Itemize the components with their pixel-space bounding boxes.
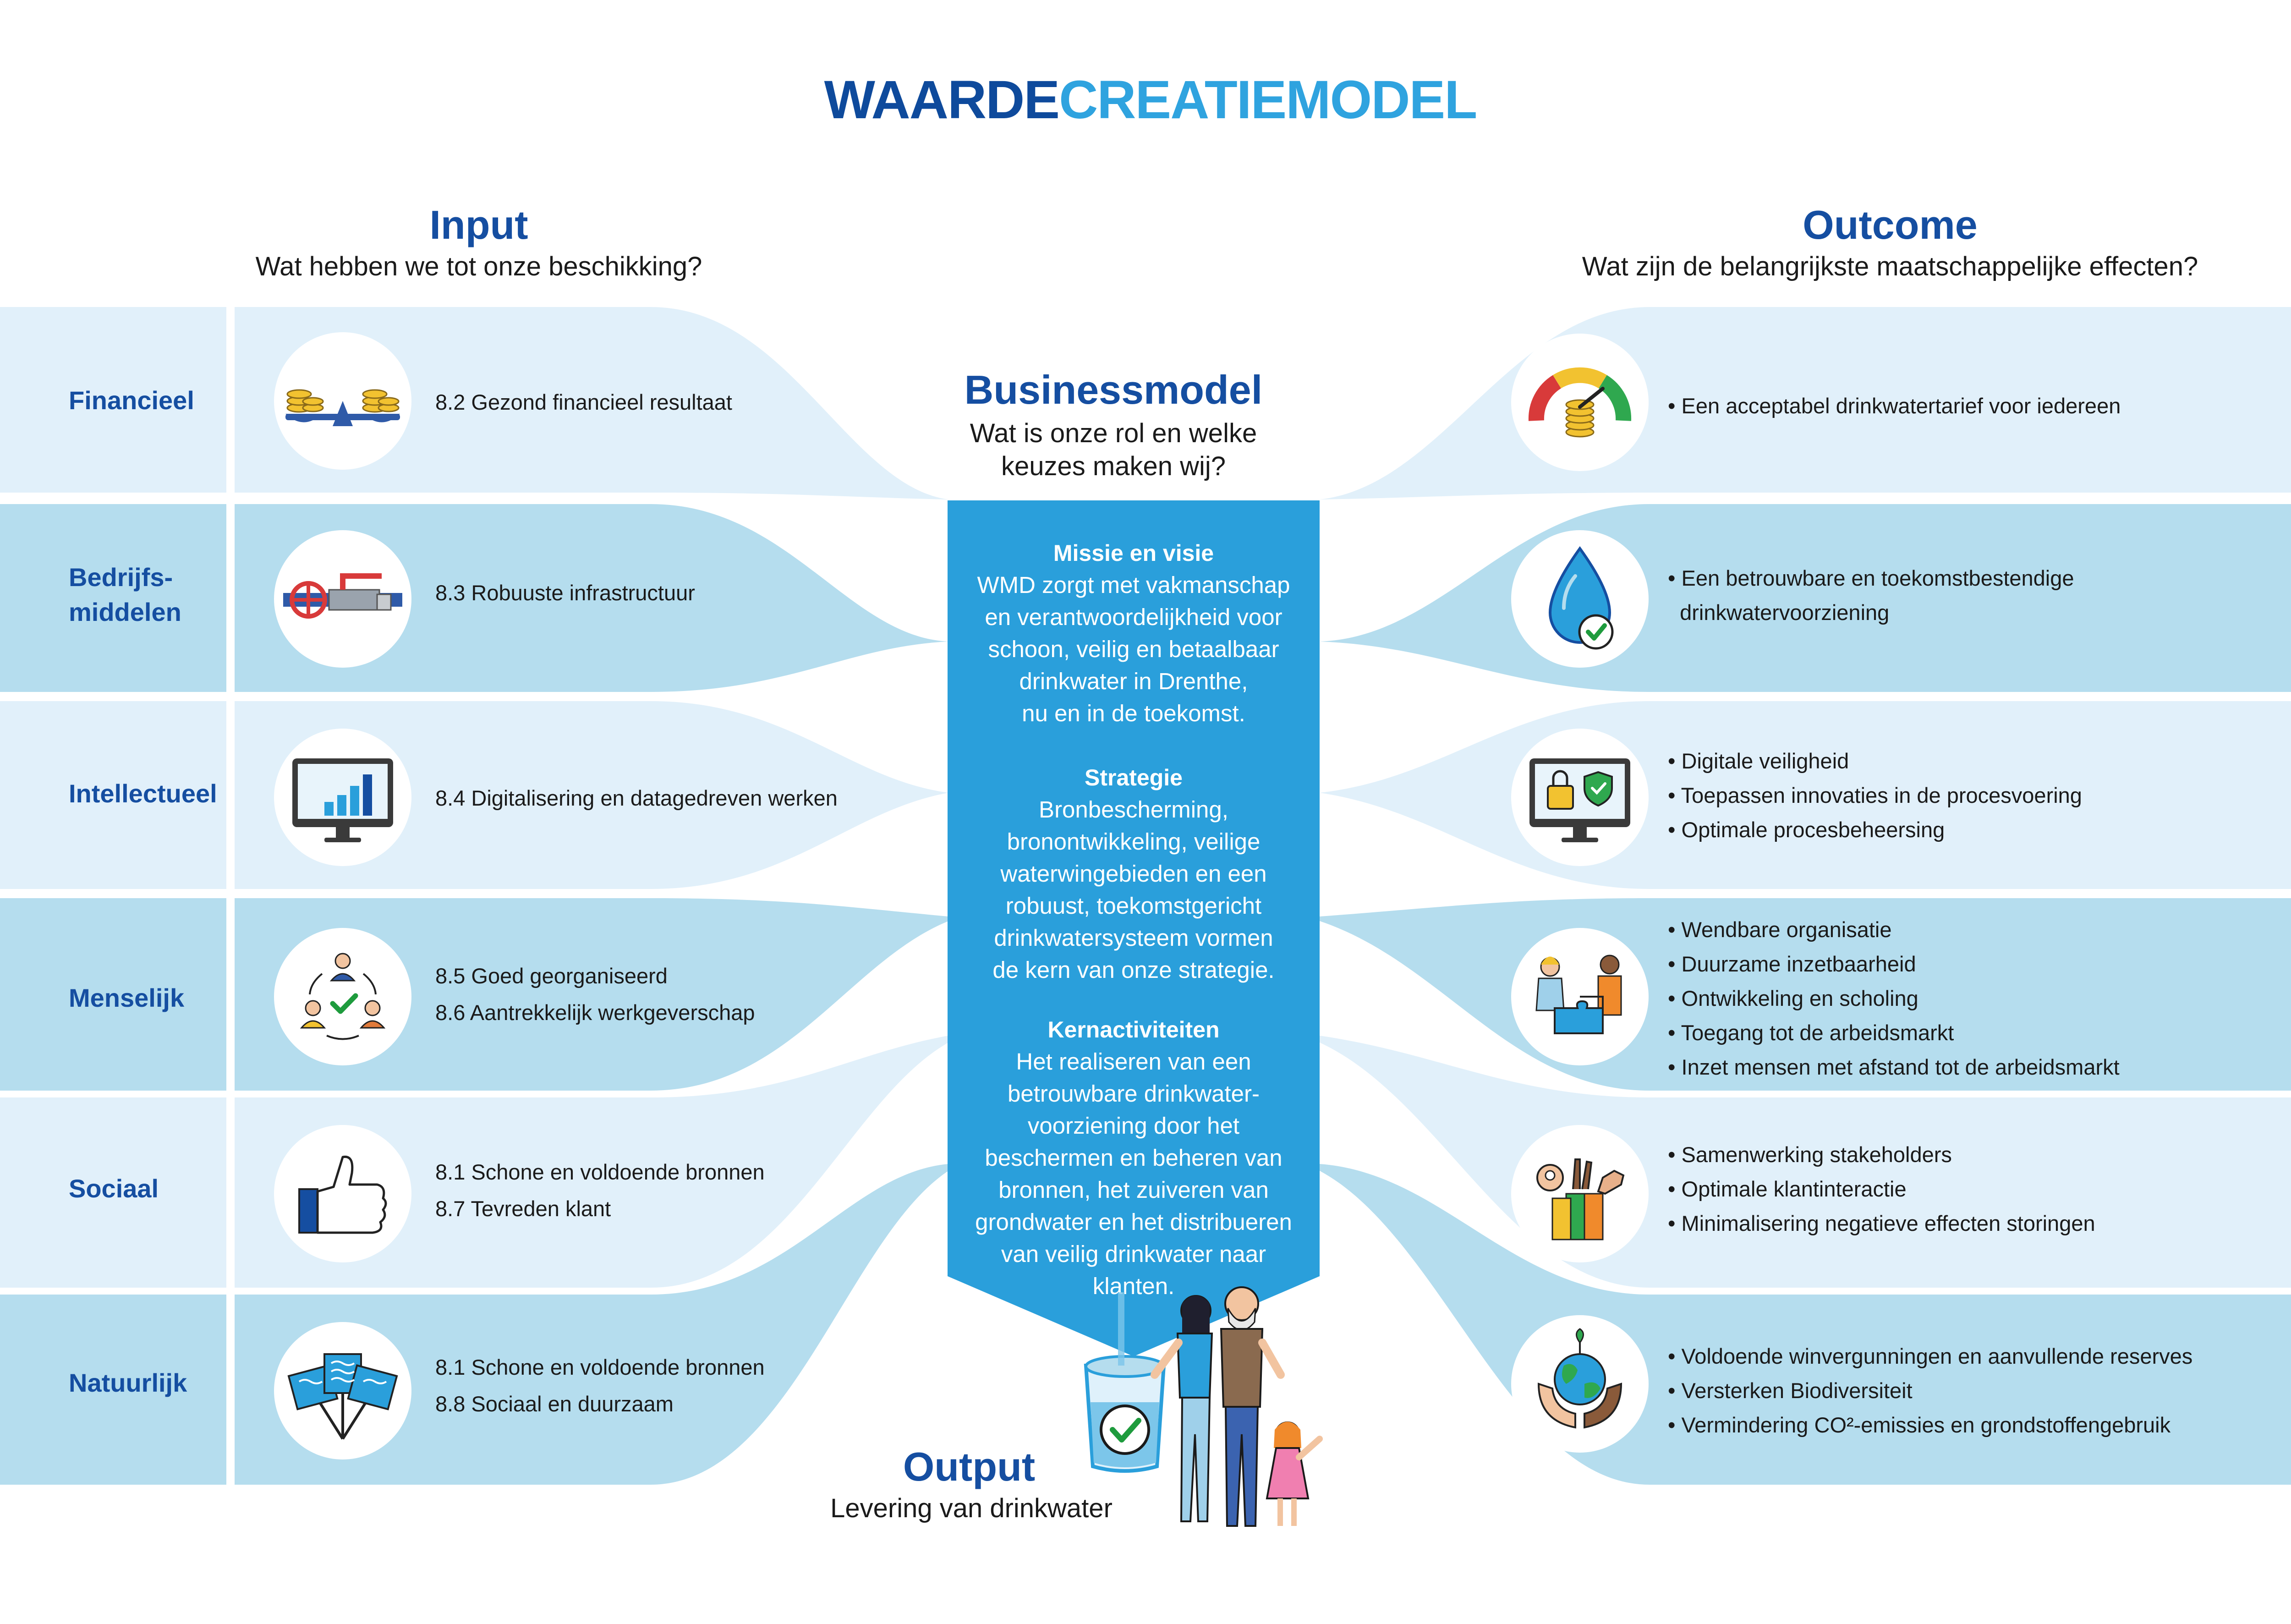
businessmodel-subtitle: Wat is onze rol en welke keuzes maken wi… <box>970 418 1257 481</box>
input-icon-circle <box>274 332 411 470</box>
businessmodel-title: Businessmodel <box>964 367 1263 412</box>
band-sociaal <box>0 1036 948 1288</box>
output-title: Output <box>903 1444 1036 1489</box>
input-items-bedrijfsmiddelen: 8.3 Robuuste infrastructuur <box>435 581 695 605</box>
balance-scale-coins-icon <box>285 389 400 426</box>
outcome-icon-circle <box>1511 1315 1649 1453</box>
input-icon-circle <box>274 1125 411 1262</box>
input-icon-circle <box>274 530 411 668</box>
outcome-icon-circle <box>1511 729 1649 866</box>
monitor-security-icon <box>1529 758 1630 842</box>
strategie-text: Bronbescherming, bronontwikkeling, veili… <box>992 796 1275 983</box>
row-label-intellectueel: Intellectueel <box>69 779 217 808</box>
input-items-financieel: 8.2 Gezond financieel resultaat <box>435 390 732 414</box>
outcome-bands <box>1320 307 2291 1485</box>
outcome-icon-circle <box>1511 928 1649 1065</box>
outcome-subtitle: Wat zijn de belangrijkste maatschappelij… <box>1582 252 2198 281</box>
kernactiviteiten-text: Het realiseren van een betrouwbare drink… <box>975 1048 1292 1299</box>
row-label-financieel: Financieel <box>69 386 194 415</box>
outcome-items-2: • Een betrouwbare en toekomstbestendige … <box>1668 566 2074 625</box>
page-title: WAARDECREATIEMODEL <box>824 70 1478 130</box>
people-puzzle-icon <box>1535 955 1622 1034</box>
label-separator <box>226 302 235 1494</box>
input-icon-circle <box>274 729 411 866</box>
woman-figure <box>1151 1295 1213 1522</box>
outcome-icon-circle <box>1511 530 1649 668</box>
people-cycle-check-icon <box>300 953 386 1040</box>
input-items-menselijk: 8.5 Goed georganiseerd 8.6 Aantrekkelijk… <box>435 964 755 1025</box>
grandfather-figure <box>1220 1286 1285 1527</box>
input-icon-circle <box>274 1322 411 1459</box>
businessmodel-box: Missie en visie WMD zorgt met vakmanscha… <box>948 500 1320 1302</box>
row-label-menselijk: Menselijk <box>69 983 185 1012</box>
raised-hands-icon <box>1536 1158 1625 1240</box>
strategie-heading: Strategie <box>1085 765 1183 790</box>
outcome-icon-circle <box>1511 334 1649 471</box>
input-items-intellectueel: 8.4 Digitalisering en datagedreven werke… <box>435 786 838 810</box>
row-label-natuurlijk: Natuurlijk <box>69 1368 187 1397</box>
band-menselijk <box>0 898 948 1091</box>
band-intellectueel <box>0 701 948 889</box>
water-glass-check-icon <box>1084 1292 1166 1473</box>
girl-figure <box>1266 1421 1323 1526</box>
water-signs-icon <box>287 1353 398 1440</box>
row-label-bedrijfsmiddelen: Bedrijfs- middelen <box>69 563 181 626</box>
water-drop-check-icon <box>1548 546 1614 650</box>
input-icon-circle <box>274 928 411 1065</box>
band-financieel <box>0 307 948 499</box>
row-label-sociaal: Sociaal <box>69 1174 159 1203</box>
outcome-items-6: • Voldoende winvergunningen en aanvullen… <box>1668 1344 2193 1437</box>
outcome-items-4: • Wendbare organisatie • Duurzame inzetb… <box>1668 917 2120 1079</box>
monitor-chart-icon <box>292 758 393 842</box>
output-subtitle: Levering van drinkwater <box>830 1493 1113 1523</box>
globe-hands-icon <box>1537 1328 1622 1429</box>
input-title: Input <box>429 202 528 247</box>
band-bedrijfsmiddelen <box>0 504 948 692</box>
input-subtitle: Wat hebben we tot onze beschikking? <box>255 252 702 281</box>
input-bands <box>0 307 948 1485</box>
input-items-natuurlijk: 8.1 Schone en voldoende bronnen 8.8 Soci… <box>435 1355 765 1416</box>
input-items-sociaal: 8.1 Schone en voldoende bronnen 8.7 Tevr… <box>435 1160 765 1221</box>
outcome-icon-circle <box>1511 1125 1649 1262</box>
missie-text: WMD zorgt met vakmanschap en verantwoord… <box>977 572 1290 726</box>
outcome-title: Outcome <box>1803 202 1978 247</box>
center-box-shape <box>948 500 1320 1356</box>
missie-heading: Missie en visie <box>1053 540 1214 566</box>
outcome-items-3: • Digitale veiligheid • Toepassen innova… <box>1668 749 2082 842</box>
kernactiviteiten-heading: Kernactiviteiten <box>1047 1017 1220 1042</box>
family-drinking-water-illustration <box>1084 1286 1323 1527</box>
thumbs-up-icon <box>298 1155 387 1234</box>
gauge-coins-icon <box>1528 367 1632 438</box>
outcome-items-5: • Samenwerking stakeholders • Optimale k… <box>1668 1142 2095 1235</box>
pipeline-valve-icon <box>283 573 402 619</box>
band-natuurlijk <box>0 1164 948 1485</box>
outcome-items-1: • Een acceptabel drinkwatertarief voor i… <box>1668 394 2121 418</box>
